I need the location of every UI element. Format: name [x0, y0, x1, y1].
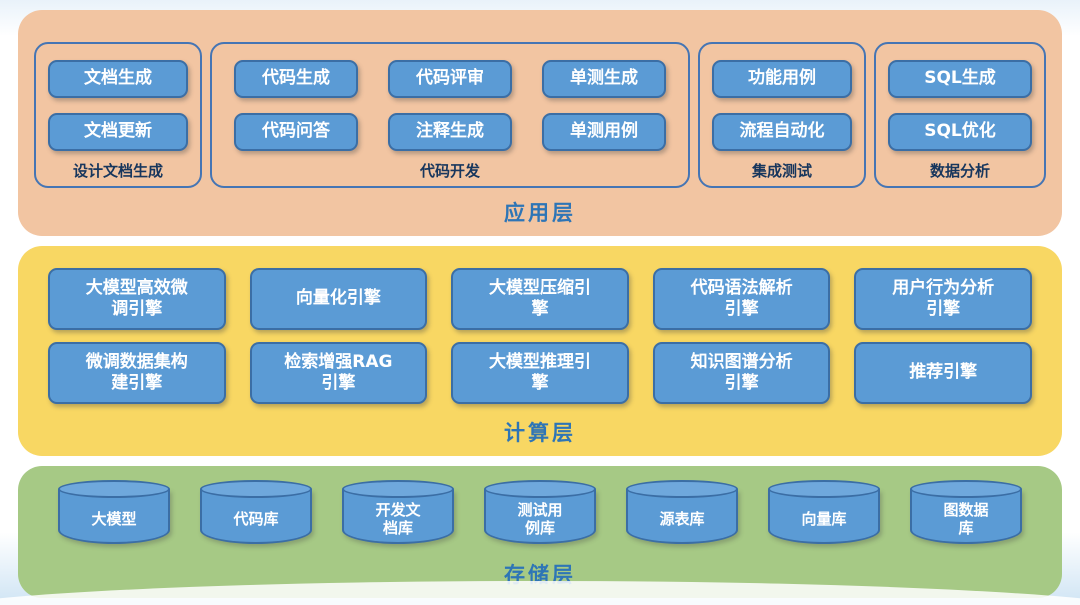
feature-node: 功能用例	[712, 60, 852, 98]
cylinder-top	[200, 480, 312, 498]
database-cylinder-icon: 代码库	[200, 480, 312, 544]
storage-databases: 大模型 代码库 开发文 档库 测试用 例库 源表库	[18, 466, 1062, 544]
engine-node: 检索增强RAG 引擎	[249, 342, 428, 404]
feature-node: 注释生成	[388, 113, 512, 151]
engine-node: 用户行为分析 引擎	[854, 268, 1032, 330]
cylinder-body	[768, 489, 880, 544]
cylinder-top	[768, 480, 880, 498]
feature-node: 单测生成	[542, 60, 666, 98]
database-cylinder-icon: 向量库	[768, 480, 880, 544]
cylinder-top	[484, 480, 596, 498]
database-label: 源表库	[659, 510, 705, 528]
cylinder-body	[342, 489, 454, 544]
engine-node: 大模型高效微 调引擎	[48, 268, 226, 330]
cylinder-top	[910, 480, 1022, 498]
cylinder-body	[58, 489, 170, 544]
feature-node: 文档生成	[48, 60, 188, 98]
engine-node: 微调数据集构 建引擎	[48, 342, 226, 404]
application-layer: 文档生成 文档更新 设计文档生成 代码生成 代码评审 单测生成 代码问答 注释生…	[18, 10, 1062, 236]
cylinder-top	[626, 480, 738, 498]
feature-node: 代码问答	[234, 113, 358, 151]
cylinder-top	[342, 480, 454, 498]
group-design-doc-generation: 文档生成 文档更新 设计文档生成	[34, 42, 202, 188]
engine-node: 大模型压缩引 擎	[451, 268, 629, 330]
group-items: 文档生成 文档更新	[36, 44, 200, 151]
database-cylinder-icon: 测试用 例库	[484, 480, 596, 544]
compute-layer-label: 计算层	[504, 421, 576, 445]
feature-node: 流程自动化	[712, 113, 852, 151]
group-data-analysis: SQL生成 SQL优化 数据分析	[874, 42, 1046, 188]
application-layer-label: 应用层	[504, 201, 576, 225]
group-code-development: 代码生成 代码评审 单测生成 代码问答 注释生成 单测用例 代码开发	[210, 42, 690, 188]
group-label: 数据分析	[929, 162, 990, 180]
compute-engines: 大模型高效微 调引擎 向量化引擎 大模型压缩引 擎 代码语法解析 引擎 用户行为…	[18, 246, 1062, 404]
feature-node: 文档更新	[48, 113, 188, 151]
feature-node: 代码生成	[234, 60, 358, 98]
engine-node: 大模型推理引 擎	[451, 342, 629, 404]
group-label: 集成测试	[751, 162, 812, 180]
feature-node: SQL生成	[888, 60, 1032, 98]
feature-node: 代码评审	[388, 60, 512, 98]
group-integration-testing: 功能用例 流程自动化 集成测试	[698, 42, 866, 188]
storage-layer-label: 存储层	[504, 563, 576, 587]
cylinder-body	[200, 489, 312, 544]
cylinder-body	[910, 489, 1022, 544]
engine-node: 知识图谱分析 引擎	[652, 342, 831, 404]
database-cylinder-icon: 大模型	[58, 480, 170, 544]
group-label: 设计文档生成	[72, 162, 163, 180]
compute-layer: 大模型高效微 调引擎 向量化引擎 大模型压缩引 擎 代码语法解析 引擎 用户行为…	[18, 246, 1062, 456]
storage-layer: 大模型 代码库 开发文 档库 测试用 例库 源表库	[18, 466, 1062, 598]
feature-node: SQL优化	[888, 113, 1032, 151]
engine-node: 推荐引擎	[854, 342, 1032, 404]
application-groups: 文档生成 文档更新 设计文档生成 代码生成 代码评审 单测生成 代码问答 注释生…	[34, 42, 1046, 188]
feature-node: 单测用例	[542, 113, 666, 151]
database-label: 图数据 库	[943, 501, 989, 537]
group-items: 功能用例 流程自动化	[700, 44, 864, 151]
cylinder-body	[484, 489, 596, 544]
cylinder-top	[58, 480, 170, 498]
database-cylinder-icon: 图数据 库	[910, 480, 1022, 544]
group-items: 代码生成 代码评审 单测生成 代码问答 注释生成 单测用例	[212, 44, 688, 151]
database-cylinder-icon: 源表库	[626, 480, 738, 544]
database-label: 大模型	[91, 510, 137, 528]
database-label: 向量库	[801, 510, 847, 528]
database-cylinder-icon: 开发文 档库	[342, 480, 454, 544]
database-label: 代码库	[233, 510, 279, 528]
group-items: SQL生成 SQL优化	[876, 44, 1044, 151]
database-label: 测试用 例库	[517, 501, 563, 537]
engine-node: 代码语法解析 引擎	[652, 268, 831, 330]
engine-node: 向量化引擎	[249, 268, 428, 330]
database-label: 开发文 档库	[375, 501, 421, 537]
group-label: 代码开发	[419, 162, 480, 180]
cylinder-body	[626, 489, 738, 544]
